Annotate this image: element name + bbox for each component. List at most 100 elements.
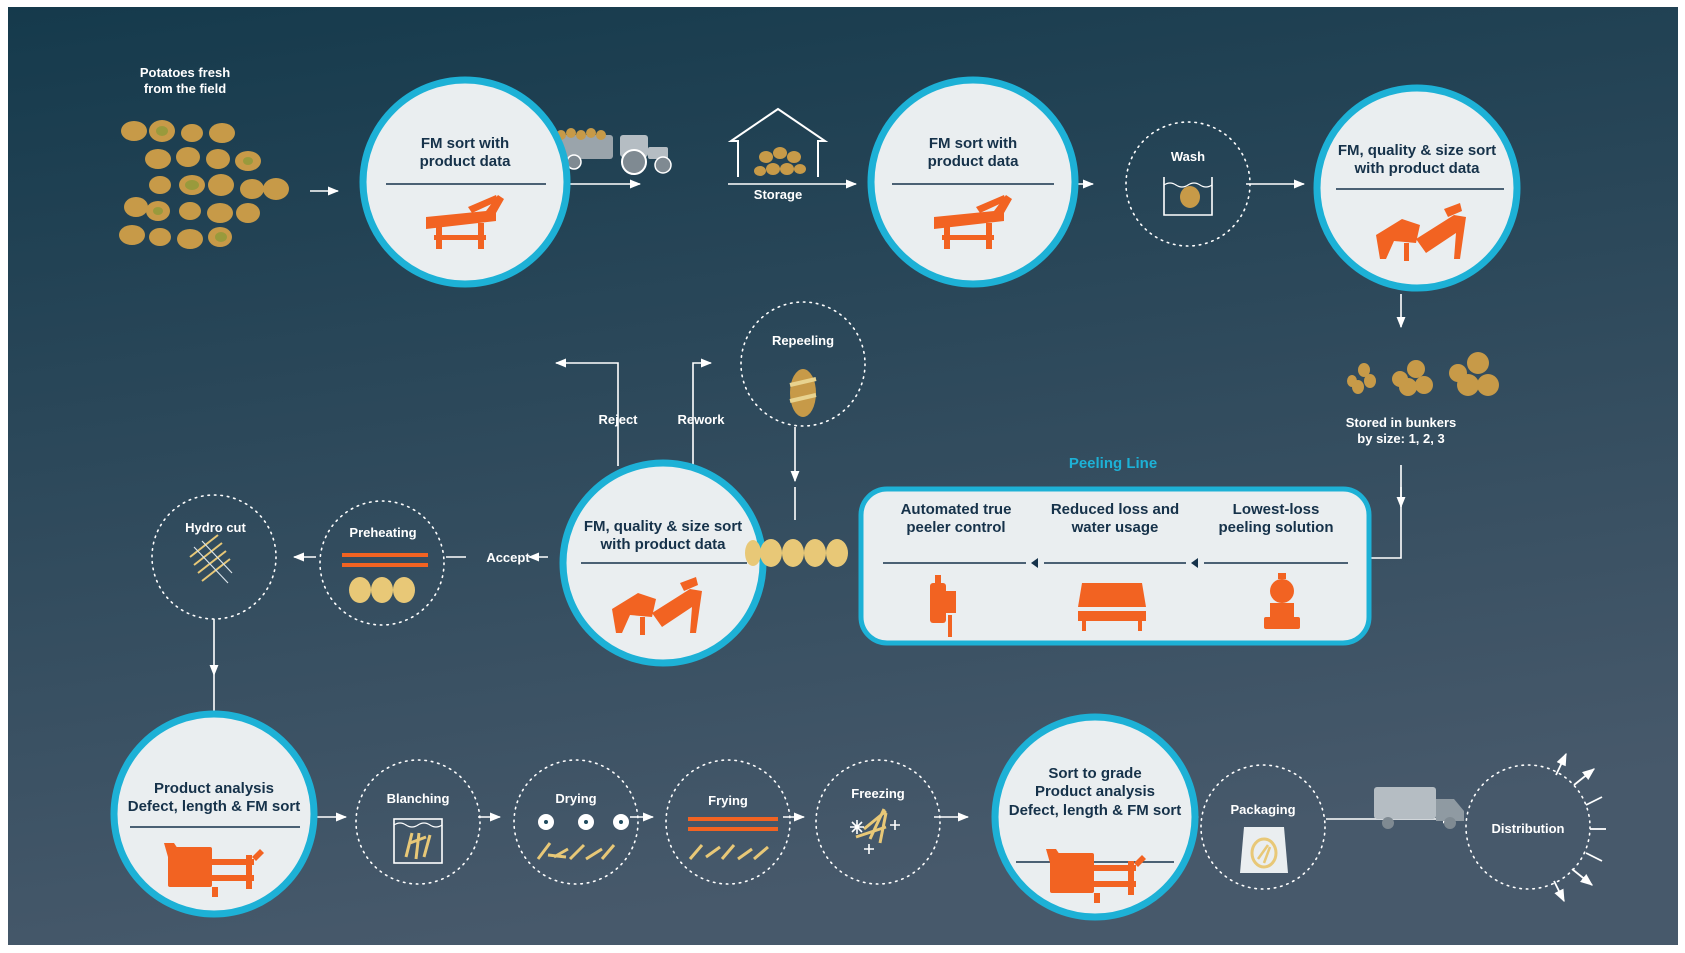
source-label-line2: from the field [143,80,227,96]
size-sort-line1: FM, quality & size sort [1337,142,1497,159]
fm-sort-2-circle [867,76,1079,288]
drying-fans-icon [536,814,629,861]
peeling-step-3-line1: Lowest-loss [1232,501,1320,518]
process-diagram: Potatoes fresh from the field FM sort wi… [8,7,1678,945]
quality-sort-label: FM, quality & size sort with product dat… [568,518,758,555]
potatoes-icon [119,120,289,249]
freezing-label: Freezing [833,786,923,802]
peeling-step-1-label: Automated true peeler control [884,501,1028,538]
sort-to-grade-line3: Defect, length & FM sort [1008,801,1182,819]
product-analysis-label: Product analysis Defect, length & FM sor… [114,780,314,817]
rework-label-text: Rework [677,412,725,427]
drying-label-text: Drying [555,791,597,806]
product-analysis-line1: Product analysis [153,780,275,797]
sorter-machine-icon [426,195,504,249]
sort-to-grade-line1: Sort to grade [1048,765,1142,782]
wash-circle [1125,121,1251,247]
packaging-circle [1200,764,1326,890]
peeling-line-box [858,486,1372,646]
fm-sort-1-line2: product data [419,153,511,171]
arrow-rework [692,358,713,466]
drying-circle [513,759,639,885]
frying-circle [665,759,791,885]
peeling-step-2-label: Reduced loss and water usage [1038,501,1192,538]
blanching-label: Blanching [373,791,463,807]
quality-sort-line2: with product data [600,536,726,554]
reject-label: Reject [588,412,648,428]
fries-bag-icon [1240,827,1288,873]
size-sorter-icon [1376,203,1466,261]
packaging-label: Packaging [1213,802,1313,818]
sort-to-grade-label: Sort to grade Product analysis Defect, l… [995,765,1195,820]
peeler-drum-icon [1078,583,1146,631]
peeling-step-2-line1: Reduced loss and [1050,501,1180,518]
distribution-burst-icon [1553,752,1606,903]
diagram-canvas [8,7,1678,945]
fm-sort-2-label: FM sort with product data [883,135,1063,172]
peeling-step-1-line2: peeler control [906,519,1006,537]
bunkers-line1: Stored in bunkers [1345,415,1457,430]
product-analysis-line2: Defect, length & FM sort [127,798,301,816]
storage-label: Storage [728,187,828,203]
freezing-icon [850,808,900,854]
freezing-label-text: Freezing [851,786,905,801]
drying-label: Drying [531,791,621,807]
truck-icon [1374,787,1464,829]
peeler-control-icon [930,575,956,637]
storage-house-icon [727,107,829,177]
peeled-potato-icon [789,369,817,417]
blanching-label-text: Blanching [386,791,450,806]
wash-label: Wash [1138,149,1238,165]
frying-label: Frying [683,793,773,809]
peeling-line-arrows [1031,558,1198,568]
repeeling-circle [740,301,866,427]
distribution-label: Distribution [1476,821,1580,837]
wash-tank-icon [1163,177,1213,216]
repeeling-label: Repeeling [753,333,853,349]
blanching-circle [355,759,481,885]
storage-label-text: Storage [753,187,803,202]
size-sort-line2: with product data [1354,160,1480,178]
fm-sort-2-line1: FM sort with [928,135,1018,152]
accept-label-text: Accept [486,550,530,565]
peeling-step-1-line1: Automated true [900,501,1012,518]
bunkers-label: Stored in bunkers by size: 1, 2, 3 [1326,415,1476,446]
distribution-label-text: Distribution [1491,821,1565,836]
potato-conveyor-icon [745,539,848,567]
arrow-reject [554,358,619,466]
steam-peeler-icon [1264,573,1300,629]
quality-sort-line1: FM, quality & size sort [583,518,743,535]
rework-label: Rework [668,412,734,428]
preheating-circle [319,500,445,626]
potato-piles-icon [1347,352,1499,396]
hydro-cut-circle [151,494,277,620]
peeling-step-2-line2: water usage [1071,519,1159,537]
source-label: Potatoes fresh from the field [120,65,250,96]
source-label-line1: Potatoes fresh [139,65,231,80]
fm-sort-1-circle [359,76,571,288]
packaging-label-text: Packaging [1230,802,1296,817]
analysis-machine-icon [164,843,264,897]
product-analysis-circle [110,710,318,918]
size-sort-label: FM, quality & size sort with product dat… [1314,142,1520,179]
fm-sort-1-line1: FM sort with [420,135,510,152]
accept-label: Accept [478,550,538,566]
peeling-line-title-text: Peeling Line [1068,455,1158,472]
fm-sort-2-line2: product data [927,153,1019,171]
tractor-icon [553,128,672,175]
analysis-machine-icon [1046,849,1146,903]
frying-label-text: Frying [708,793,748,808]
repeeling-label-text: Repeeling [771,333,835,348]
preheat-potatoes-icon [342,553,428,603]
size-sort-circle [1313,84,1521,292]
wash-label-text: Wash [1170,149,1206,164]
size-sorter-icon [612,577,702,635]
dotted-step-circles [151,121,1591,890]
peeling-step-3-line2: peeling solution [1218,519,1334,537]
hydro-cut-icon [189,534,233,584]
sorter-machine-icon [934,195,1012,249]
peeling-step-3-label: Lowest-loss peeling solution [1204,501,1348,538]
hydro-cut-label: Hydro cut [168,520,263,536]
frying-icon [688,817,778,861]
sort-to-grade-line2: Product analysis [1034,783,1156,801]
